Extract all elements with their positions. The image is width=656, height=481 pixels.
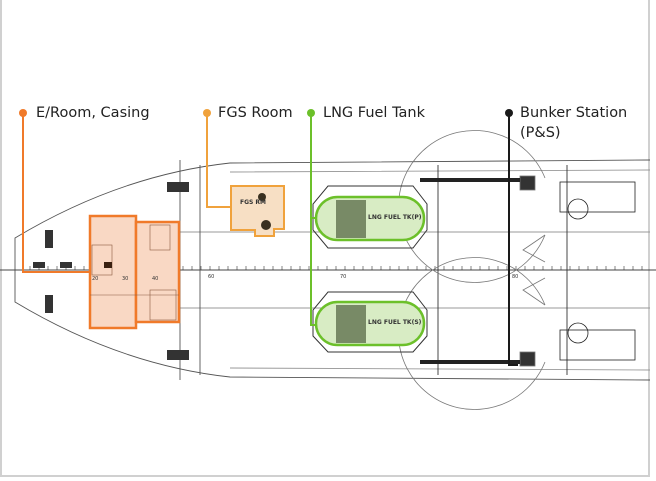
callout-lng-fuel-tank: LNG Fuel Tank: [323, 105, 425, 121]
misc-equipment: [33, 182, 189, 360]
frame-20: 20: [92, 276, 98, 282]
bunker-station-dot: [505, 109, 513, 117]
frame-60: 60: [208, 274, 214, 280]
engine-room-dot: [19, 109, 27, 117]
frame-40: 40: [152, 276, 158, 282]
fgs-room-dot: [203, 109, 211, 117]
engine-room-leader-line: [22, 115, 90, 273]
bunker-station-leader-line: [508, 115, 518, 366]
frame-80: 80: [512, 274, 518, 280]
fgs-room-label: FGS RM: [240, 199, 266, 206]
tank-stbd-label: LNG FUEL TK(S): [368, 319, 422, 326]
fgs-room-highlight: FGS RM: [230, 185, 285, 237]
frame-30: 30: [122, 276, 128, 282]
callout-bunker-station: Bunker Station: [520, 105, 628, 121]
tank-port-label: LNG FUEL TK(P): [368, 214, 422, 221]
lng-fuel-tank-starboard: LNG FUEL TK(S): [312, 291, 428, 353]
engine-room-highlight: [88, 214, 181, 330]
lng-tank-dot: [307, 109, 315, 117]
fgs-room-leader-line: [206, 115, 231, 208]
frame-70: 70: [340, 274, 346, 280]
callout-engine-room: E/Room, Casing: [36, 105, 150, 121]
bunker-pipes: [420, 178, 520, 364]
lng-fuel-tank-port: LNG FUEL TK(P): [312, 185, 428, 249]
callout-bunker-station-sub: (P&S): [520, 125, 561, 141]
callout-fgs-room: FGS Room: [218, 105, 293, 121]
lng-tank-leader-line: [310, 115, 316, 326]
